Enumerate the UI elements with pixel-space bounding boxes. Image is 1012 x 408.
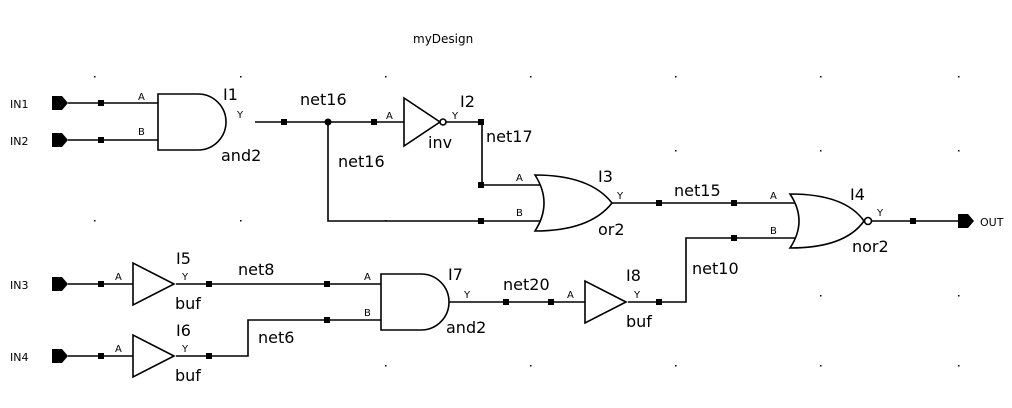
port-in3[interactable]: IN3 bbox=[10, 277, 68, 292]
gate-i6[interactable]: A Y I6 buf bbox=[115, 321, 201, 385]
port-out[interactable]: OUT bbox=[958, 214, 1004, 229]
instance-label: I2 bbox=[460, 92, 475, 111]
pin-label: A bbox=[364, 272, 371, 283]
pin-label: B bbox=[770, 226, 777, 237]
pin-label: B bbox=[516, 208, 523, 219]
instance-label: I5 bbox=[176, 249, 191, 268]
or-gate-icon bbox=[533, 174, 614, 232]
pin-label: A bbox=[567, 290, 574, 301]
nor-gate-icon bbox=[788, 193, 865, 249]
cell-type-label: buf bbox=[626, 312, 652, 331]
pin-label: Y bbox=[616, 191, 624, 202]
net-label: net10 bbox=[692, 259, 739, 278]
gate-i5[interactable]: A Y I5 buf bbox=[115, 249, 201, 313]
cell-type-label: buf bbox=[175, 366, 201, 385]
port-in2[interactable]: IN2 bbox=[10, 133, 68, 148]
design-title: myDesign bbox=[413, 32, 473, 46]
instance-label: I4 bbox=[850, 185, 865, 204]
cell-type-label: or2 bbox=[598, 220, 625, 239]
buffer-icon bbox=[132, 261, 176, 307]
pin-label: A bbox=[770, 191, 777, 202]
pin-label: A bbox=[115, 272, 122, 283]
pin-label: Y bbox=[633, 290, 641, 301]
buffer-icon bbox=[584, 279, 628, 325]
gate-i2[interactable]: A Y I2 inv bbox=[386, 92, 475, 152]
input-pin-icon bbox=[52, 96, 68, 110]
net-label: net17 bbox=[486, 127, 533, 146]
net-label: net8 bbox=[238, 260, 274, 279]
pin-label: Y bbox=[236, 110, 244, 121]
pin-label: A bbox=[115, 344, 122, 355]
gate-i3[interactable]: A B Y I3 or2 bbox=[516, 167, 625, 239]
port-in1[interactable]: IN1 bbox=[10, 96, 68, 111]
inversion-bubble bbox=[439, 118, 447, 126]
pin-label: Y bbox=[463, 290, 471, 301]
instance-label: I3 bbox=[598, 167, 613, 186]
instance-label: I1 bbox=[223, 85, 238, 104]
inversion-bubble bbox=[863, 216, 873, 226]
net-label: net16 bbox=[338, 152, 385, 171]
instance-label: I8 bbox=[626, 266, 641, 285]
junction-dot bbox=[324, 118, 332, 126]
pin-label: A bbox=[386, 111, 393, 122]
net-label: net20 bbox=[503, 275, 550, 294]
port-in4[interactable]: IN4 bbox=[10, 349, 68, 364]
gate-i1[interactable]: A B Y I1 and2 bbox=[138, 85, 261, 165]
pin-markers bbox=[98, 100, 916, 359]
buffer-icon bbox=[132, 333, 176, 379]
input-pin-icon bbox=[52, 277, 68, 291]
pin-label: B bbox=[138, 127, 145, 138]
cell-type-label: inv bbox=[428, 133, 452, 152]
port-in1-label: IN1 bbox=[10, 98, 28, 111]
net-labels: net16 net16 net17 net15 net8 net6 net20 … bbox=[238, 90, 739, 347]
pin-label: Y bbox=[181, 272, 189, 283]
port-in3-label: IN3 bbox=[10, 279, 28, 292]
pin-label: Y bbox=[451, 111, 459, 122]
pin-label: Y bbox=[181, 344, 189, 355]
and-gate-icon bbox=[380, 273, 450, 331]
input-pin-icon bbox=[52, 133, 68, 147]
port-in4-label: IN4 bbox=[10, 351, 28, 364]
net-label: net16 bbox=[300, 90, 347, 109]
inverter-icon bbox=[403, 96, 442, 148]
and-gate-icon bbox=[157, 93, 227, 151]
cell-type-label: buf bbox=[175, 294, 201, 313]
gate-i7[interactable]: A B Y I7 and2 bbox=[364, 265, 486, 337]
cell-type-label: and2 bbox=[446, 318, 486, 337]
pin-label: A bbox=[516, 173, 523, 184]
port-out-label: OUT bbox=[980, 216, 1004, 229]
output-pin-icon bbox=[958, 214, 974, 228]
cell-type-label: and2 bbox=[221, 146, 261, 165]
port-in2-label: IN2 bbox=[10, 135, 28, 148]
cell-type-label: nor2 bbox=[852, 237, 889, 256]
pin-label: Y bbox=[876, 208, 884, 219]
instance-label: I6 bbox=[176, 321, 191, 340]
gate-i4[interactable]: A B Y I4 nor2 bbox=[770, 185, 889, 256]
input-pin-icon bbox=[52, 349, 68, 363]
gate-i8[interactable]: A Y I8 buf bbox=[567, 266, 652, 331]
net-label: net15 bbox=[674, 181, 721, 200]
pin-label: A bbox=[138, 92, 145, 103]
pin-label: B bbox=[364, 308, 371, 319]
net-label: net6 bbox=[258, 328, 294, 347]
instance-label: I7 bbox=[448, 265, 463, 284]
